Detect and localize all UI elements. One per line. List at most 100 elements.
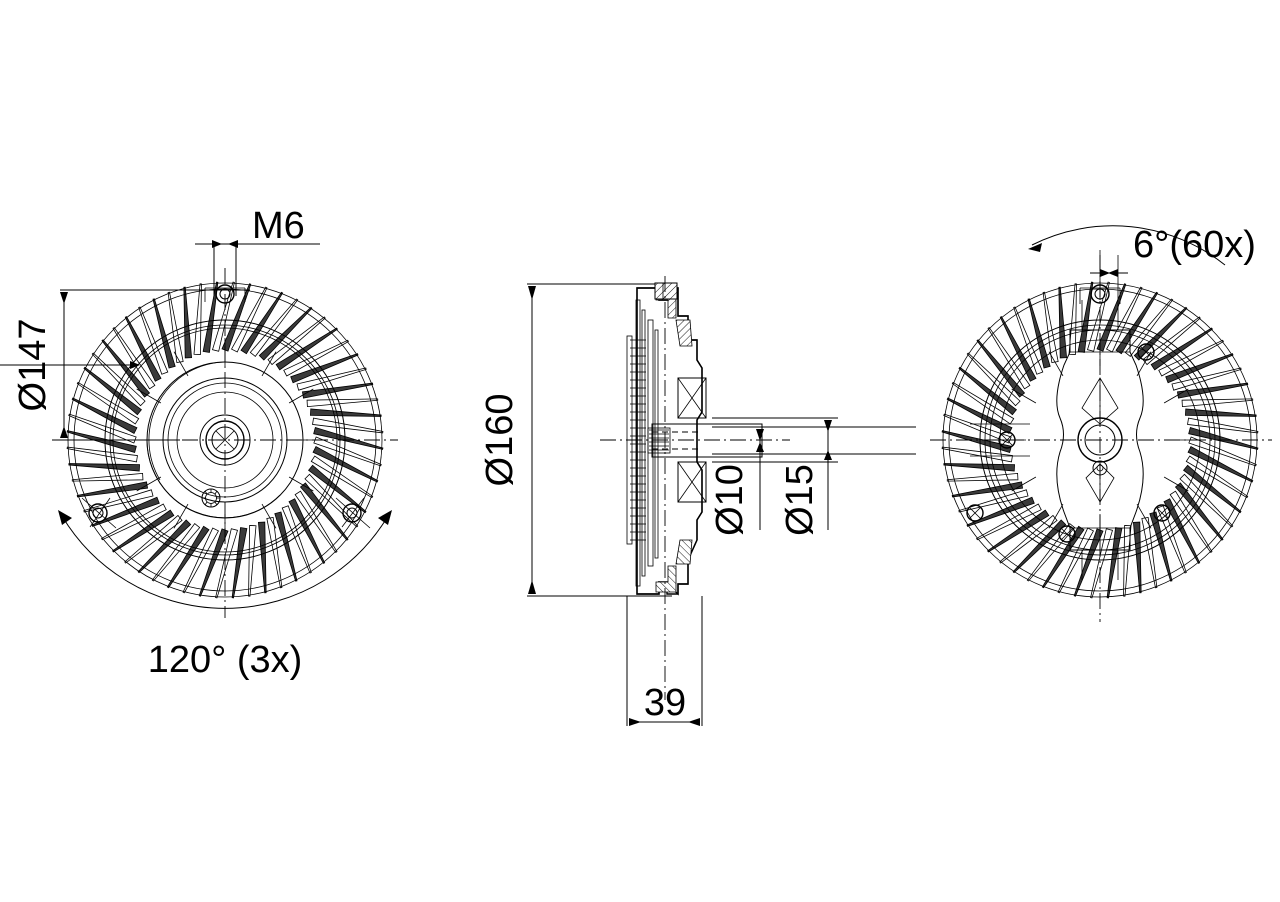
rear-mounting-hole-upper-right [1137,343,1155,361]
inner-rib [1048,351,1064,377]
cooling-fin [288,498,326,564]
cooling-fin [976,503,1042,541]
cooling-fin [1142,316,1201,366]
cooling-fin [248,525,257,597]
cooling-fin [301,382,374,399]
cooling-fin [1158,339,1224,377]
cooling-fin [958,366,1017,416]
cooling-fin [1013,306,1044,375]
cooling-fin [249,298,299,357]
cooling-fin [1181,398,1254,408]
rear-mounting-hole-bottom-right [1153,504,1171,522]
cooling-fin [281,505,312,574]
inner-rib [1011,388,1037,404]
dimension-label-dia-160: Ø160 [479,394,521,487]
cooling-fin [71,397,138,434]
cooling-fin [1169,490,1213,553]
inner-rib [1136,351,1152,377]
dimension-width-39: 39 [626,596,703,726]
cooling-fin [1188,436,1257,467]
cooling-fin [941,446,1013,463]
mounting-hole-bottom-right [335,497,371,529]
dimension-dia-10: Ø10 [709,426,916,536]
front-view: Ø147 M6 120° (3x) [0,205,398,681]
cooling-fin [1176,382,1249,399]
cooling-fin [1150,327,1213,371]
cooling-fin [958,489,1029,513]
rear-mounting-hole-bottom-left [966,504,984,522]
inner-rib [136,388,162,404]
inner-rib [261,351,277,377]
cooling-fin [231,286,268,353]
cooling-fin [1086,281,1110,352]
section-view: Ø160 [479,276,916,726]
mounting-hole-bottom-left [81,497,117,529]
cooling-fin [1106,286,1143,353]
cooling-fin [76,481,149,498]
cooling-fin [215,528,239,599]
inner-rib [288,476,314,492]
cooling-fin [1027,298,1051,369]
cooling-fin [951,481,1024,498]
cooling-fin [312,417,384,434]
front-view-construction-arcs [146,361,281,519]
dimension-label-width-39: 39 [644,682,686,724]
front-view-fin-array [66,281,384,599]
cooling-fin [294,490,338,553]
cooling-fin [1187,417,1259,434]
inner-rib [1163,388,1189,404]
cooling-fin [1185,408,1257,417]
cooling-fin [138,306,169,375]
cooling-fin [1132,521,1142,594]
dimension-label-dia-147: Ø147 [12,319,54,412]
cooling-fin [941,430,1012,454]
dimension-thread-m6: M6 [195,205,320,296]
cooling-fin [313,436,382,467]
inner-rib [173,351,189,377]
cooling-fin [1165,353,1234,384]
cooling-fin [1012,519,1067,574]
cooling-fin [299,482,349,541]
dimension-dia-147: Ø147 [0,289,250,441]
cooling-fin [1179,473,1234,528]
cooling-fin [275,327,338,371]
cooling-fin [306,398,379,408]
cooling-fin [308,464,367,514]
cooling-fin [137,519,192,574]
cooling-fin [1183,464,1242,514]
cooling-fin [1115,291,1159,355]
cooling-fin [101,503,167,541]
cooling-fin [1123,525,1132,597]
inner-rib [1011,476,1037,492]
cooling-fin [1068,283,1077,355]
cooling-fin [202,281,219,353]
section-disc-stack [626,299,659,587]
cooling-fin [310,408,382,417]
cooling-fin [1163,498,1201,564]
cooling-fin [198,528,229,597]
cooling-fin [966,352,1021,407]
cooling-fin [124,316,162,382]
inner-rib [1048,503,1064,529]
cooling-fin [999,514,1058,564]
cooling-fin [182,527,219,594]
dimension-dia-15: Ø15 [712,417,838,536]
cooling-fin [951,381,1015,425]
cooling-fin [1141,516,1158,589]
section-bearing [677,377,707,503]
dimension-label-m6: M6 [252,205,305,247]
cooling-fin [76,381,140,425]
rear-view: 6°(60x) [930,224,1272,622]
inner-rib [1163,476,1189,492]
inner-rib [1136,503,1152,529]
cooling-fin [193,283,202,355]
cooling-fin [946,472,1019,482]
cooling-fin [976,339,1026,398]
inner-rib [261,503,277,529]
cooling-fin [1171,367,1242,391]
cooling-fin [1187,446,1254,483]
inner-rib [136,476,162,492]
cooling-fin [943,463,1015,472]
